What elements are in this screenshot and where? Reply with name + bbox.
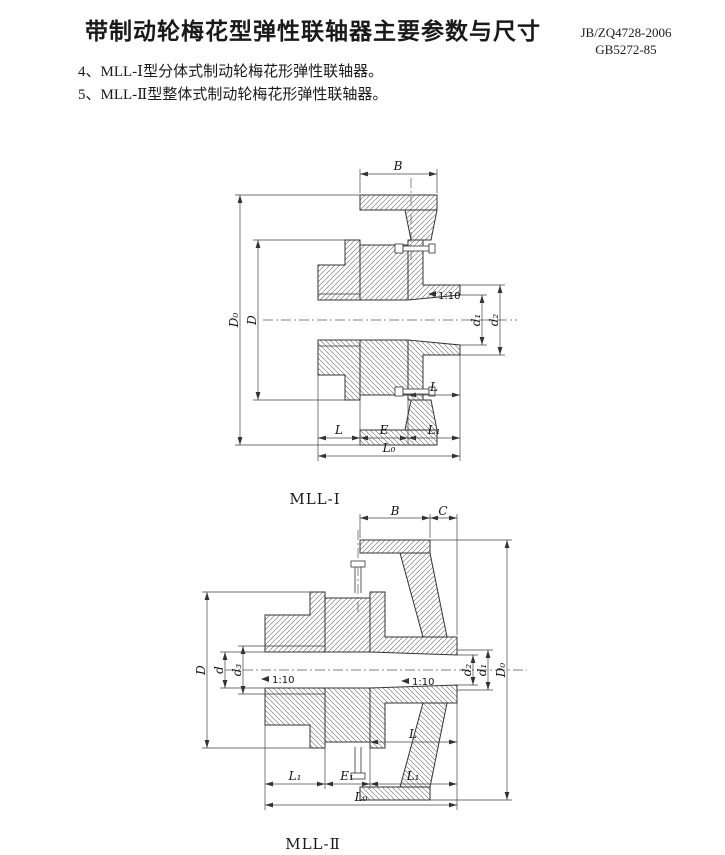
taper-label: 1:10 xyxy=(438,291,460,302)
dim-label-d2: d₂ xyxy=(460,664,474,677)
taper-label-right: 1:10 xyxy=(412,677,434,688)
dim-label-d1: d₁ xyxy=(469,314,483,327)
figure2-caption: MLL-Ⅱ xyxy=(285,835,341,853)
taper-label-left: 1:10 xyxy=(272,675,294,686)
figure2-dimensions: B C D d d₃ d₂ d₁ xyxy=(195,505,512,810)
figure1-caption: MLL-Ⅰ xyxy=(289,490,341,508)
dim-label-l1-right: L₁ xyxy=(406,769,420,783)
standard-code-gb: GB5272-85 xyxy=(595,42,657,57)
left-hub-section xyxy=(317,239,361,301)
dim-label-d1: d₁ xyxy=(475,664,489,677)
dim-label-d0: D₀ xyxy=(227,313,241,329)
standard-code-jb: JB/ZQ4728-2006 xyxy=(580,25,672,40)
dim-label-d: d xyxy=(212,666,226,674)
figure1-drawing: B D₀ D d₁ d₂ 1:10 L xyxy=(227,160,517,461)
dim-label-d3: d₃ xyxy=(230,664,244,677)
brake-wheel-web-section xyxy=(399,552,448,638)
figure1-dimensions: B D₀ D d₁ d₂ 1:10 L xyxy=(227,160,505,461)
dim-label-d2: d₂ xyxy=(487,314,501,327)
dim-label-b: B xyxy=(393,160,403,173)
dim-label-c: C xyxy=(438,505,447,518)
brake-wheel-rim-section xyxy=(359,194,438,211)
dim-label-l0: L₀ xyxy=(354,790,368,804)
note-item-5: 5、MLL-Ⅱ型整体式制动轮梅花形弹性联轴器。 xyxy=(78,87,388,103)
left-hub-section xyxy=(264,591,326,653)
taper-arrow-left xyxy=(261,676,269,682)
dim-label-d0: D₀ xyxy=(494,663,508,679)
note-item-4: 4、MLL-Ⅰ型分体式制动轮梅花形弹性联轴器。 xyxy=(78,64,384,80)
flange-stud xyxy=(350,560,366,593)
standard-codes: JB/ZQ4728-2006 GB5272-85 xyxy=(556,24,696,58)
coupling-section-half xyxy=(317,194,461,301)
brake-wheel-web-section xyxy=(404,209,438,241)
dim-label-l0: L₀ xyxy=(382,441,396,455)
brake-wheel-rim-section xyxy=(359,539,431,554)
dim-label-l: L xyxy=(334,423,343,437)
dim-label-D: D xyxy=(245,315,259,326)
flange-bolt xyxy=(394,243,436,254)
elastomer-spider-section xyxy=(324,597,371,653)
coupling-section-half xyxy=(264,539,458,656)
dim-label-l1-left: L₁ xyxy=(288,769,302,783)
page-title: 带制动轮梅花型弹性联轴器主要参数与尺寸 xyxy=(85,19,541,44)
dim-label-D: D xyxy=(195,665,208,676)
dim-label-l-inner: L xyxy=(408,727,417,741)
taper-arrow-right xyxy=(401,678,409,684)
figure2-drawing: B C D d d₃ d₂ d₁ xyxy=(195,505,527,810)
notes: 4、MLL-Ⅰ型分体式制动轮梅花形弹性联轴器。 5、MLL-Ⅱ型整体式制动轮梅花… xyxy=(78,61,387,107)
dim-label-l1: L₁ xyxy=(427,423,441,437)
dim-label-l-inner: L xyxy=(429,380,438,394)
dim-label-e: E xyxy=(379,423,389,437)
taper-arrow xyxy=(428,291,436,297)
dim-label-e1: E₁ xyxy=(339,769,354,783)
dim-label-b: B xyxy=(390,505,400,518)
